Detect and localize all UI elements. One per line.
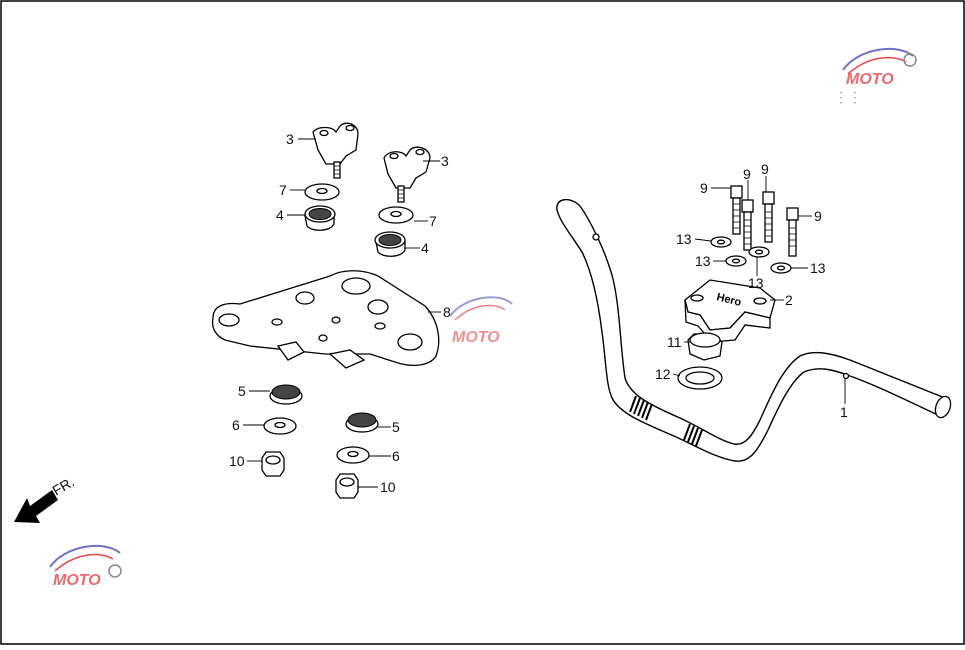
callout-labels: 3 3 7 7 4 4 8 5 5 6 6 10 10 9 9 9 9 13 1… xyxy=(229,131,848,495)
bolt-b xyxy=(741,199,754,251)
callout-9-b: 9 xyxy=(743,166,751,182)
cap xyxy=(687,332,723,361)
rubber-5-right xyxy=(345,412,379,433)
leader-lines xyxy=(243,138,846,488)
brand-mark: Hero xyxy=(715,291,742,309)
bolt-d xyxy=(786,207,799,257)
washer-7-right xyxy=(378,206,414,224)
washer-13-b xyxy=(725,255,747,267)
top-bridge xyxy=(211,270,440,369)
callout-7-left: 7 xyxy=(279,182,287,198)
callout-6-right: 6 xyxy=(392,448,400,464)
callout-10-right: 10 xyxy=(380,479,396,495)
watermark-logo-bottom-left: MOTO xyxy=(49,544,122,589)
watermark-logo-top-right: MOTO ⋮⋮ xyxy=(834,47,917,105)
callout-7-right: 7 xyxy=(429,213,437,229)
watermark-text: MOTO xyxy=(452,329,500,346)
callout-5-left: 5 xyxy=(238,383,246,399)
callout-10-left: 10 xyxy=(229,453,245,469)
rubber-4-right xyxy=(374,231,406,257)
lower-holder-left xyxy=(312,122,359,179)
watermark-logo-center: MOTO xyxy=(449,296,513,346)
upper-holder: Hero xyxy=(684,279,776,343)
rubber-5-left xyxy=(269,384,303,405)
callout-12: 12 xyxy=(655,366,671,382)
knurl-band-left xyxy=(629,395,653,421)
nut-10-left xyxy=(261,451,285,477)
callout-13-b: 13 xyxy=(695,253,711,269)
bolt-c xyxy=(762,191,775,243)
callout-3-right: 3 xyxy=(441,153,449,169)
washer-13-c xyxy=(748,246,770,258)
callout-9-a: 9 xyxy=(700,180,708,196)
lower-holder-right xyxy=(383,146,431,203)
callout-13-c: 13 xyxy=(748,275,764,291)
callout-4-left: 4 xyxy=(276,207,284,223)
callout-13-d: 13 xyxy=(810,260,826,276)
callout-11: 11 xyxy=(667,334,682,350)
washer-13-a xyxy=(710,236,732,248)
callout-6-left: 6 xyxy=(232,417,240,433)
svg-text:⋮⋮: ⋮⋮ xyxy=(834,89,862,105)
bolt-a xyxy=(730,185,743,235)
watermark-text: MOTO xyxy=(846,71,894,88)
front-direction-arrow: FR. xyxy=(14,473,77,523)
washer-13-d xyxy=(770,262,792,274)
washer-6-right xyxy=(336,446,370,464)
knurl-band-right xyxy=(683,423,703,447)
ring xyxy=(677,366,723,390)
callout-8: 8 xyxy=(443,304,451,320)
callout-2: 2 xyxy=(785,292,793,308)
callout-5-right: 5 xyxy=(392,419,400,435)
callout-3-left: 3 xyxy=(286,131,294,147)
washer-6-left xyxy=(263,417,297,435)
callout-9-c: 9 xyxy=(761,161,769,177)
callout-13-a: 13 xyxy=(676,231,692,247)
rubber-4-left xyxy=(304,205,336,231)
washer-7-left xyxy=(304,183,340,201)
callout-4-right: 4 xyxy=(421,240,429,256)
callout-9-d: 9 xyxy=(814,208,822,224)
handlebar xyxy=(556,199,952,462)
nut-10-right xyxy=(335,473,359,499)
callout-1: 1 xyxy=(840,404,848,420)
watermark-text: MOTO xyxy=(53,572,101,589)
